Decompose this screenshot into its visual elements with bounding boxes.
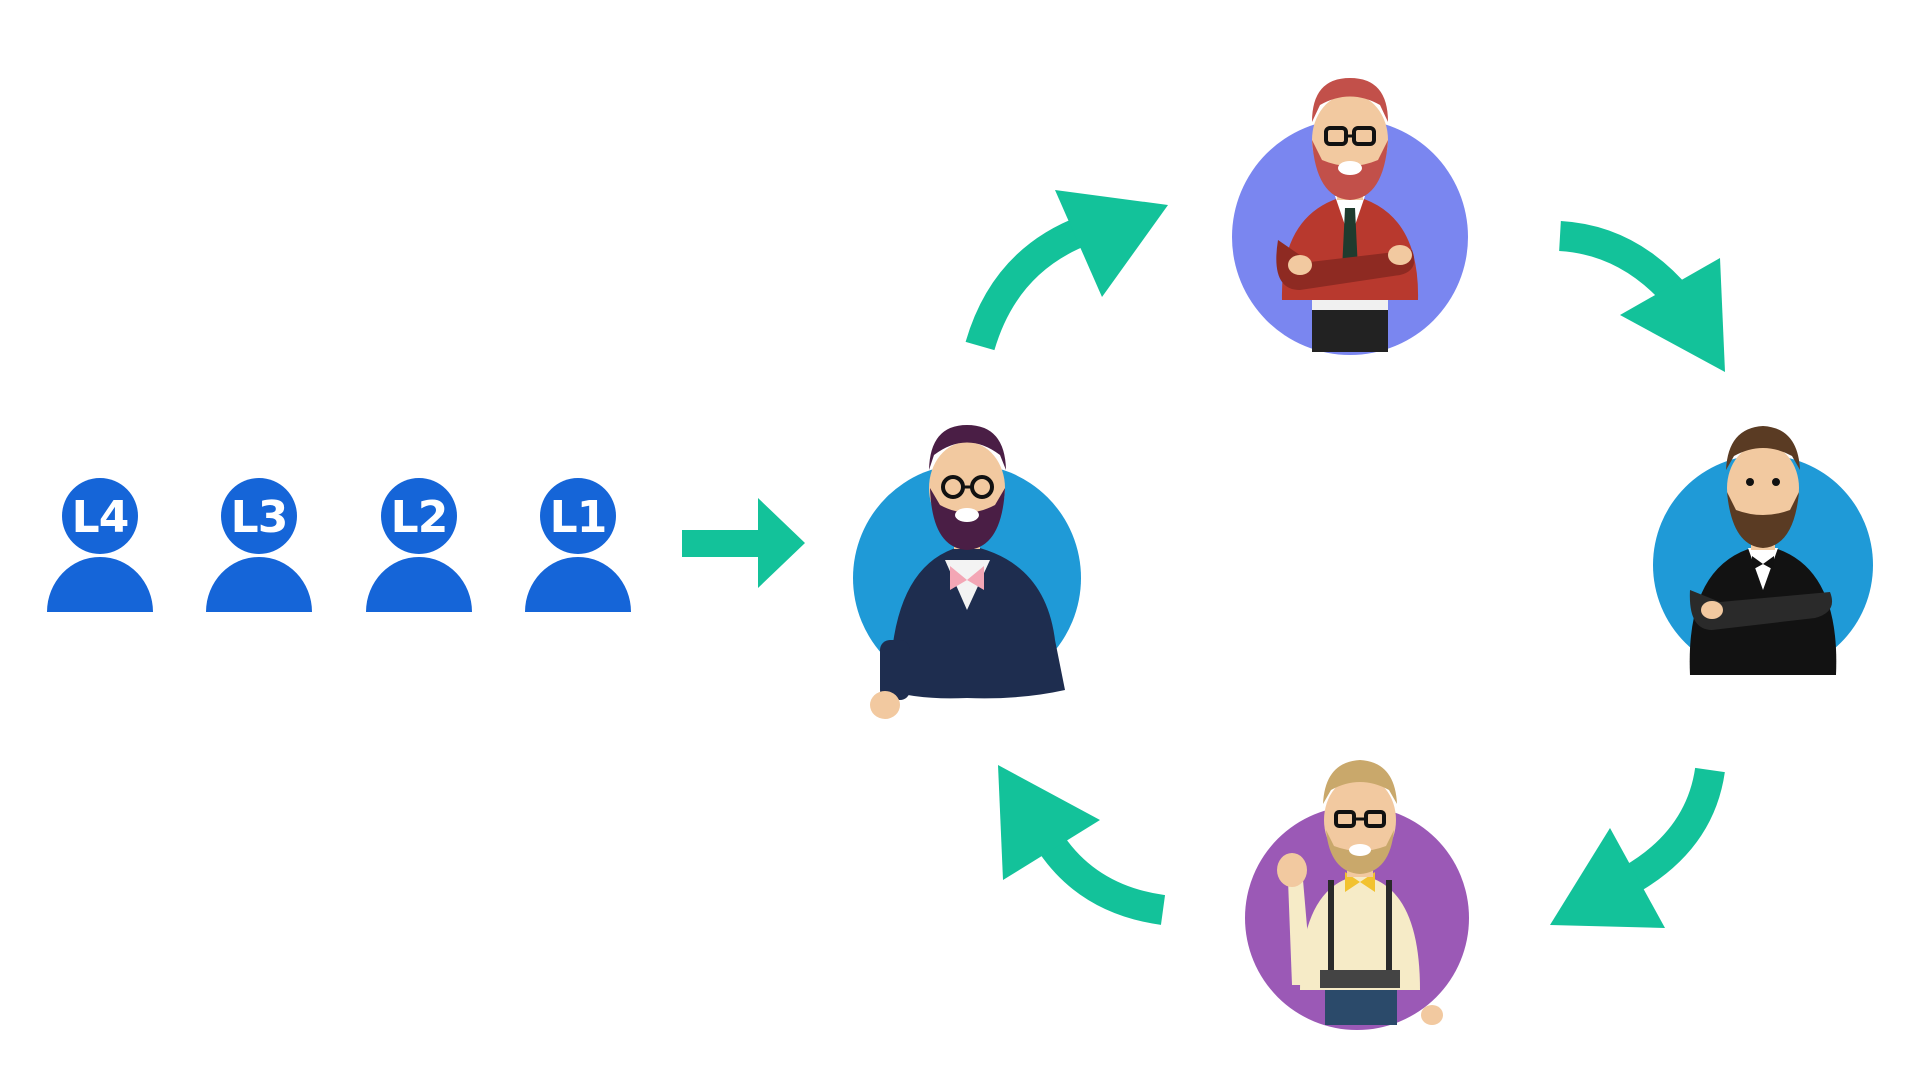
- character-right: [1653, 426, 1873, 675]
- queue-person-l2: L2: [366, 478, 472, 612]
- queue-label: L4: [72, 492, 129, 543]
- queue-group: L4 L3 L2 L1: [47, 478, 631, 612]
- person-body-icon: [47, 557, 153, 612]
- arrows-group: [682, 190, 1725, 928]
- person-red-beard-red-vest-icon: [1276, 78, 1419, 352]
- queue-person-l1: L1: [525, 478, 631, 612]
- person-brown-beard-black-suit-icon: [1689, 426, 1837, 675]
- arrow-right-icon: [682, 498, 805, 588]
- character-top: [1232, 78, 1468, 355]
- character-center: [853, 425, 1081, 719]
- arrow-curved-down-right-icon: [1558, 221, 1725, 372]
- arrow-curved-up-left-icon: [998, 765, 1166, 925]
- person-head-icon: [62, 478, 138, 554]
- person-head-icon: [381, 478, 457, 554]
- person-purple-beard-navy-suit-icon: [870, 425, 1065, 719]
- queue-label: L3: [231, 492, 288, 543]
- arrow-curved-down-left-icon: [1550, 767, 1725, 928]
- arrow-curved-up-icon: [965, 190, 1168, 351]
- person-body-icon: [366, 557, 472, 612]
- queue-person-l3: L3: [206, 478, 312, 612]
- queue-label: L2: [391, 492, 448, 543]
- person-body-icon: [206, 557, 312, 612]
- character-bottom: [1245, 760, 1469, 1030]
- person-head-icon: [221, 478, 297, 554]
- person-body-icon: [525, 557, 631, 612]
- person-head-icon: [540, 478, 616, 554]
- person-blond-beard-suspenders-icon: [1277, 760, 1443, 1025]
- queue-label: L1: [550, 492, 607, 543]
- queue-person-l4: L4: [47, 478, 153, 612]
